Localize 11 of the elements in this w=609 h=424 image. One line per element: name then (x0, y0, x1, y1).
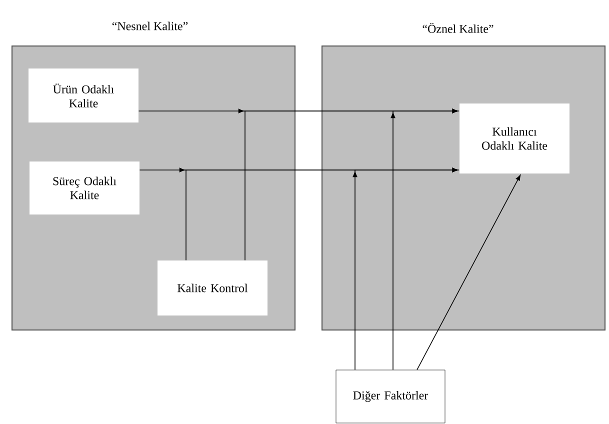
panel-heading: “Öznel Kalite” (422, 23, 494, 33)
text-box: Kullanıcı Odaklı Kalite (460, 104, 570, 174)
text-box: Ürün Odaklı Kalite (28, 68, 138, 122)
arrow (352, 168, 458, 370)
panel-heading: “Nesnel Kalite” (112, 22, 188, 30)
text-box: Süreç Odaklı Kalite (30, 162, 140, 214)
arrow (416, 174, 521, 370)
arrow (390, 108, 458, 370)
panel (322, 46, 606, 330)
text-box: Diğer Faktörler (336, 370, 446, 424)
text-box: Kalite Kontrol (158, 260, 268, 316)
